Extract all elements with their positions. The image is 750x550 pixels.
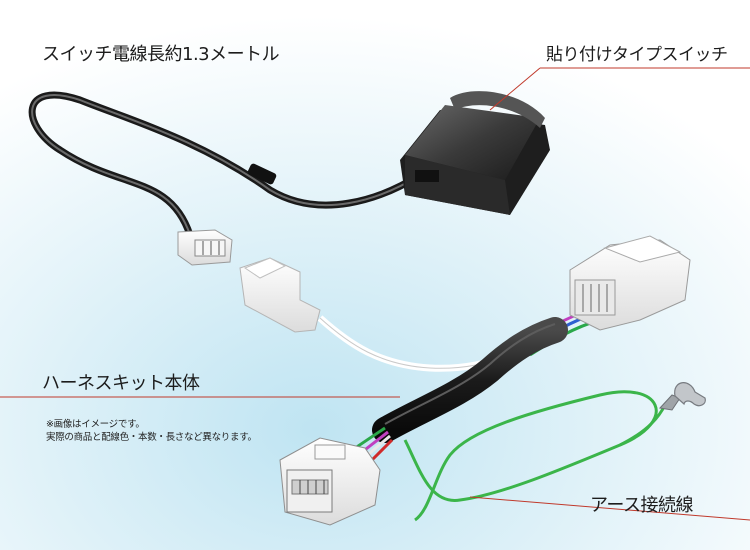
ground-wire-label: アース接続線 xyxy=(590,495,694,516)
switch-connector xyxy=(177,229,233,266)
disclaimer-line-1: ※画像はイメージです。 xyxy=(46,419,145,430)
switch-type-label: 貼り付けタイプスイッチ xyxy=(546,45,728,65)
image-disclaimer: ※画像はイメージです。 実際の商品と配線色・本数・長さなど異なります。 xyxy=(46,418,257,444)
harness-kit-label: ハーネスキット本体 xyxy=(42,373,200,394)
switch-cable xyxy=(28,91,424,239)
harness-connector-left xyxy=(279,437,381,526)
ground-wire xyxy=(403,382,706,522)
disclaimer-line-2: 実際の商品と配線色・本数・長さなど異なります。 xyxy=(46,432,257,443)
cable-clamp xyxy=(247,163,277,185)
adhesive-switch xyxy=(400,91,550,215)
switch-wire-length-label: スイッチ電線長約1.3メートル xyxy=(42,44,280,65)
harness-connector-right xyxy=(569,235,691,331)
ground-leader-line xyxy=(469,496,750,521)
